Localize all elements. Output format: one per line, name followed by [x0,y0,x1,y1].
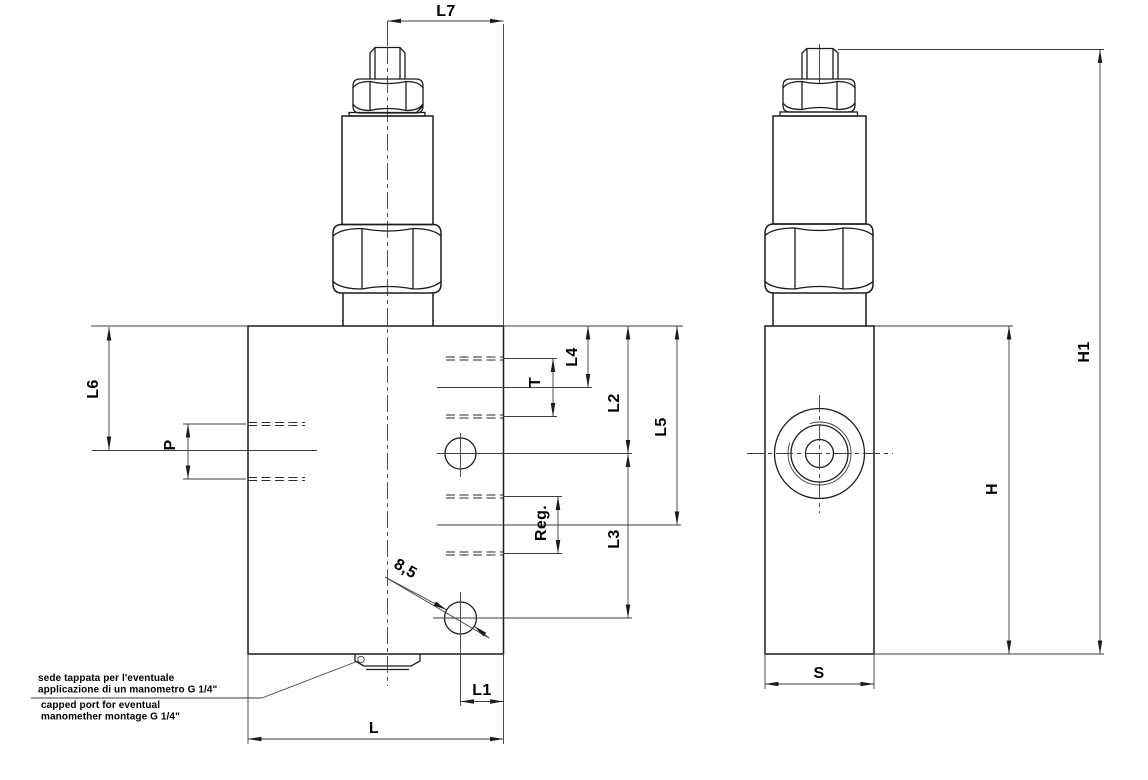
adjustment-screw-stack-front [332,46,442,326]
note-italian-line1: sede tappata per l'eventuale [38,673,175,684]
leader-line [261,660,359,699]
capped-gauge-port [354,654,421,671]
dimension-hole-diameter-8-5: 8,5 [384,556,490,639]
label-L3: L3 [606,529,623,548]
dimension-H: H [874,325,1013,654]
spring-housing-side [772,115,867,225]
label-L4: L4 [564,347,581,366]
dimension-L6: L6 [85,325,248,450]
port-reg [437,494,681,556]
locknut-side-top-arcs [782,80,856,89]
valve-body-side [764,325,875,655]
port-p [92,422,317,481]
dimension-L1: L1 [460,682,504,704]
dimension-L: L [247,655,504,744]
note-english-line2: manomether montage G 1/4" [41,712,180,723]
locknut-bottom-arcs [352,103,424,112]
dimension-L2: L2 [606,326,631,454]
dimension-L7: L7 [387,3,504,326]
mounting-hole-upper [437,433,632,477]
label-L6: L6 [85,379,102,398]
dimension-S: S [764,655,875,689]
label-L1: L1 [472,682,491,699]
label-S: S [813,665,824,682]
threaded-side-port [747,395,893,513]
dimension-H1: H1 [838,49,1104,655]
label-L2: L2 [606,393,623,412]
locknut-side-facets [801,81,838,110]
valve-body-front [247,325,505,655]
label-L7: L7 [436,3,455,20]
dimension-L3: L3 [606,453,631,618]
hex-nut-front-outline [332,223,442,294]
hex-nut-facets [361,228,414,289]
dimension-L4: L4 [564,326,591,388]
hex-nut-top-arcs [332,227,442,237]
label-T: T [527,377,544,387]
label-L: L [369,720,379,737]
gauge-port-note: sede tappata per l'eventuale applicazion… [31,660,359,723]
note-english-line1: capped port for eventual [41,700,160,711]
locknut-side-outline [782,78,856,113]
label-H: H [984,483,1001,495]
locknut-top-arcs [352,80,424,89]
label-8-5: 8,5 [391,556,420,583]
hex-nut-side-facets [794,228,844,289]
dimension-L5: L5 [653,326,680,525]
label-H1: H1 [1076,341,1093,362]
locknut-facets [369,81,407,111]
leader-attach-circle [357,655,365,664]
neck-side [772,293,867,326]
front-view: L7 L6 P T L4 L2 [31,3,683,744]
dimension-P: P [162,423,246,480]
port-t [437,356,592,419]
adjust-stud [369,46,406,79]
adjust-stud-side [801,47,839,79]
label-L5: L5 [653,417,670,436]
plug-outline [354,654,421,667]
neck-front [342,293,434,326]
side-view: H1 H S [747,44,1104,689]
dimension-T: T [503,358,557,417]
label-Reg: Reg. [533,505,550,541]
label-P: P [162,439,179,450]
hex-nut-side-bottom-arcs [764,281,874,290]
mounting-hole-lower [433,592,632,706]
note-italian-line2: applicazione di un manometro G 1/4" [38,685,218,696]
locknut-side-bottom-arcs [782,102,856,111]
hex-nut-bottom-arcs [332,281,442,290]
adjustment-screw-stack-side [764,47,874,326]
hex-nut-side-top-arcs [764,227,874,236]
dimension-Reg: Reg. [503,496,562,554]
hex-nut-side-outline [764,223,874,294]
